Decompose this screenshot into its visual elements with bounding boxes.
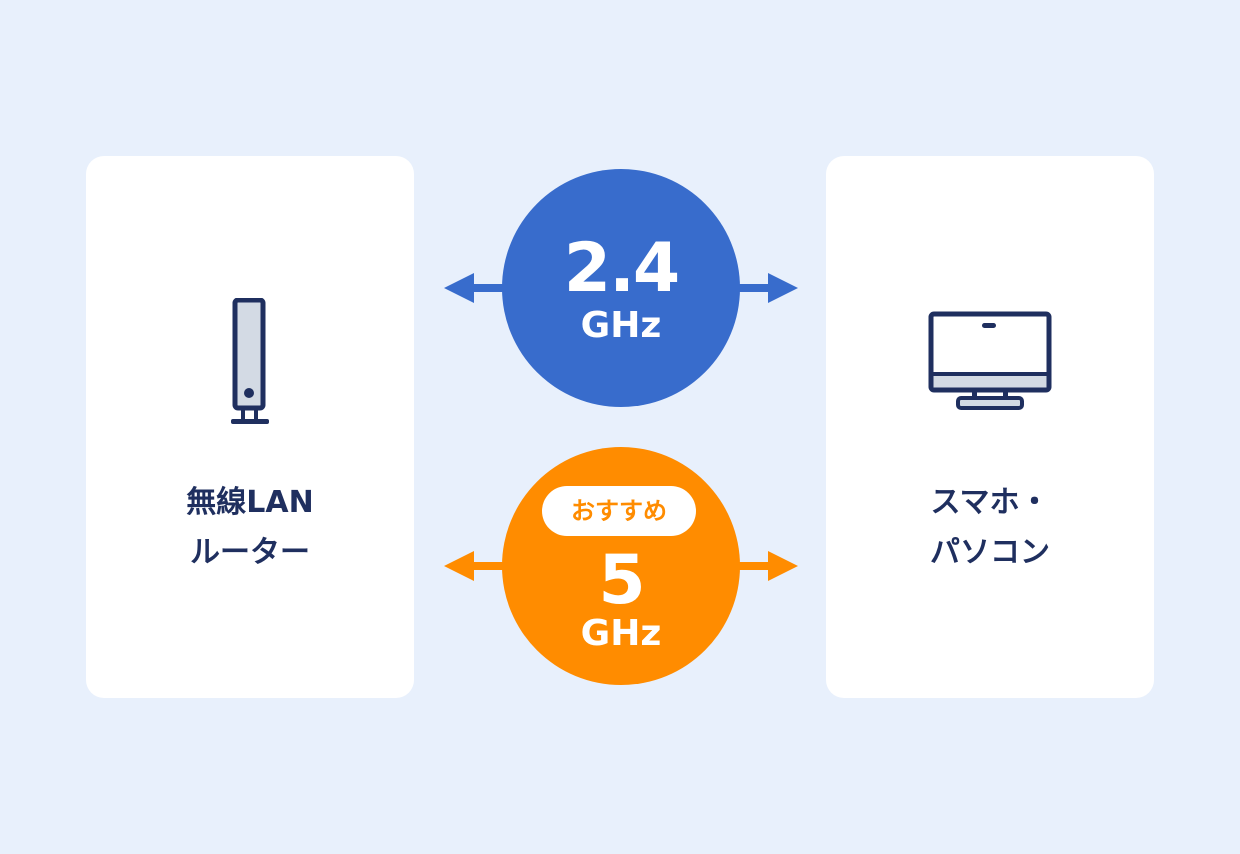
- arrow-right-icon-5ghz: [734, 551, 798, 581]
- band-5ghz-value: 5: [598, 541, 645, 620]
- device-label-line-2: パソコン: [930, 535, 1050, 570]
- arrow-left-icon-5ghz: [444, 551, 508, 581]
- arrow-left-icon-24ghz: [444, 273, 508, 303]
- recommended-badge: おすすめ: [542, 486, 696, 536]
- router-card: 無線LAN ルーター: [86, 156, 414, 698]
- band-24ghz-value: 2.4: [563, 229, 680, 308]
- band-24ghz-unit: GHz: [580, 305, 662, 346]
- device-card: スマホ・ パソコン: [826, 156, 1154, 698]
- router-label-line-1: 無線LAN: [186, 485, 314, 520]
- router-icon: [231, 298, 269, 424]
- device-label: スマホ・ パソコン: [826, 478, 1154, 578]
- arrow-right-icon-24ghz: [734, 273, 798, 303]
- band-5ghz-unit: GHz: [580, 613, 662, 654]
- band-24ghz-circle: 2.4 GHz: [502, 169, 740, 407]
- router-label: 無線LAN ルーター: [86, 478, 414, 578]
- device-label-line-1: スマホ・: [930, 485, 1050, 520]
- router-label-line-2: ルーター: [190, 535, 310, 570]
- band-5ghz-circle: おすすめ 5 GHz: [502, 447, 740, 685]
- monitor-icon: [928, 311, 1052, 410]
